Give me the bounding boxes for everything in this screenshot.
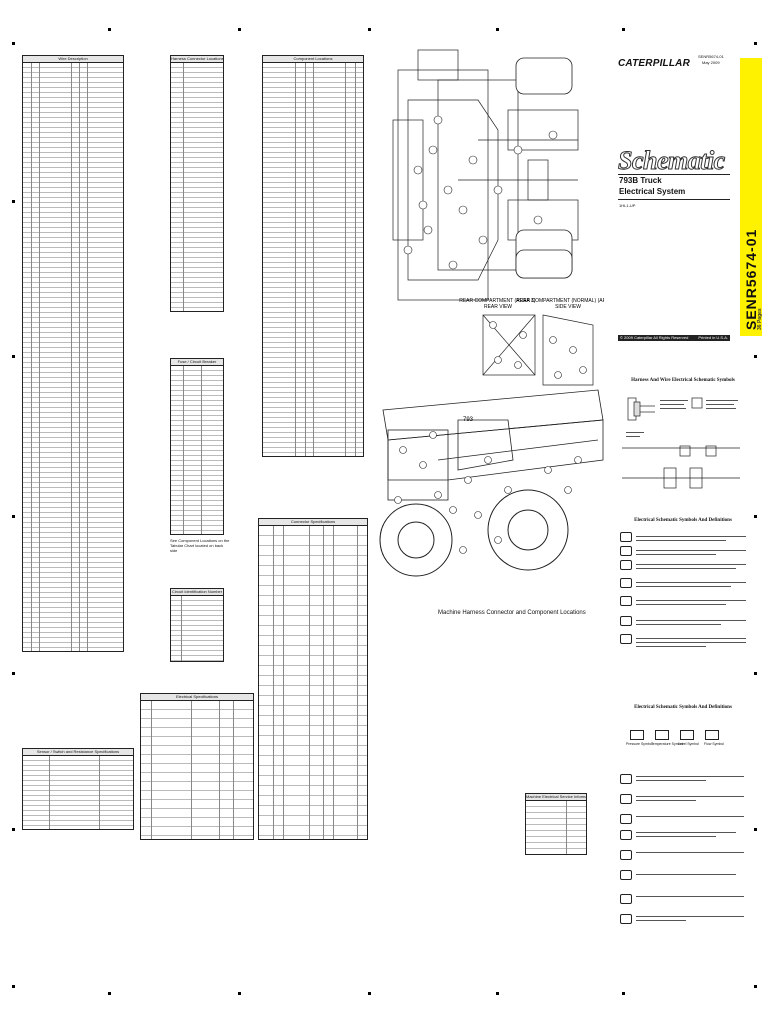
crop-mark [108, 992, 111, 995]
temperature-label: Temperature Symbol [651, 742, 684, 746]
crop-mark [496, 28, 499, 31]
harness-symbols-illustration [622, 397, 740, 489]
crop-mark [12, 42, 15, 45]
crop-mark [12, 200, 15, 203]
connector-symbol [620, 560, 632, 570]
sensor-specs-table: Sensor / Switch and Resistance Specifica… [22, 748, 134, 830]
level-icon [680, 730, 694, 740]
wire-description-table: Wire Description [22, 55, 124, 652]
symbols-section-title-3: Electrical Schematic Symbols And Definit… [634, 705, 732, 710]
model-title: 793B Truck [619, 176, 662, 185]
svg-text:REAR COMPARTMENT (AREA 3): REAR COMPARTMENT (AREA 3) REAR VIEW [459, 298, 537, 310]
svg-text:REAR COMPARTMENT (NORMAL) (ARE: REAR COMPARTMENT (NORMAL) (AREA 3) SIDE … [516, 298, 604, 310]
crop-mark [622, 992, 625, 995]
symbols-section-title-2: Electrical Schematic Symbols And Definit… [634, 518, 732, 523]
table-title: Machine Electrical Service Information [526, 794, 586, 801]
component-ground-icon [620, 870, 632, 880]
side-page-count: 36 Pages [757, 308, 763, 330]
table-title: Sensor / Switch and Resistance Specifica… [23, 749, 133, 756]
diagram-caption: Machine Harness Connector and Component … [438, 610, 586, 616]
machine-harness-diagram: REAR COMPARTMENT (AREA 3) REAR VIEW REAR… [379, 49, 604, 577]
switch-symbols-list [618, 770, 748, 930]
splice-symbol [620, 546, 632, 556]
symbols-section-title: Harness And Wire Electrical Schematic Sy… [631, 378, 735, 383]
crop-mark [754, 515, 757, 518]
copyright-bar: © 2009 Caterpillar All Rights Reserved P… [618, 335, 730, 341]
component-note: See Component Locations on the Tabular C… [170, 538, 230, 553]
fuse-table: Fuse / Circuit Breaker [170, 358, 224, 535]
caterpillar-logo: CATERPILLAR [618, 58, 691, 69]
switch-nc-icon [620, 794, 632, 804]
crop-mark [12, 515, 15, 518]
side-tab: SENR5674-01 36 Pages [740, 58, 763, 336]
switch-nc-held-icon [620, 830, 632, 840]
table-title: Component Locations [263, 56, 363, 63]
pressure-label: Pressure Symbol [626, 742, 653, 746]
flow-label: Flow Symbol [704, 742, 725, 746]
crop-mark [754, 672, 757, 675]
crop-mark [12, 672, 15, 675]
crop-mark [12, 828, 15, 831]
switch-no-icon [620, 774, 632, 784]
sensor-ground-alt-icon [620, 914, 632, 924]
truck-label: 793 [463, 417, 474, 423]
doc-date: May 2009 [702, 60, 720, 65]
crop-mark [368, 28, 371, 31]
table-title: Fuse / Circuit Breaker [171, 359, 223, 366]
sensor-ground-icon [620, 894, 632, 904]
rear-view-label-line1: REAR COMPARTMENT (AREA 3) [459, 298, 535, 304]
circuit-id-table: Circuit Identification Number [170, 588, 224, 662]
receptacle-symbol [620, 596, 632, 606]
crop-mark [368, 992, 371, 995]
crop-mark [12, 985, 15, 988]
temperature-icon [655, 730, 669, 740]
crop-mark [754, 355, 757, 358]
crop-mark [754, 42, 757, 45]
component-locations-table: Component Locations [262, 55, 364, 457]
table-title: Circuit Identification Number [171, 589, 223, 596]
crop-mark [496, 992, 499, 995]
harness-symbol [620, 634, 632, 644]
table-title: Electrical Specifications [141, 694, 253, 701]
level-label: Level Symbol [678, 742, 700, 746]
crop-mark [238, 992, 241, 995]
table-title: Connector Specifications [259, 519, 367, 526]
wire-symbol [620, 532, 632, 542]
harness-connector-table: Harness Connector Locations [170, 55, 224, 312]
system-title: Electrical System [619, 187, 686, 196]
serial-range: 1HL1-UP [619, 203, 636, 208]
doc-number: SENR5674-01 [698, 54, 724, 59]
crop-mark [12, 355, 15, 358]
crop-mark [754, 985, 757, 988]
symbols-definitions-list [618, 528, 748, 658]
table-title: Wire Description [23, 56, 123, 63]
connector-specs-table: Connector Specifications [258, 518, 368, 840]
ground-symbol [620, 616, 632, 626]
machine-specs-table: Machine Electrical Service Information [525, 793, 587, 855]
table-title: Harness Connector Locations [171, 56, 223, 63]
switch-no-held-icon [620, 814, 632, 824]
crop-mark [108, 28, 111, 31]
crop-mark [754, 828, 757, 831]
crop-mark [238, 28, 241, 31]
crop-mark [622, 28, 625, 31]
page-title: Schematic [618, 146, 726, 176]
electrical-specs-table: Electrical Specifications [140, 693, 254, 840]
case-ground-icon [620, 850, 632, 860]
flow-icon [705, 730, 719, 740]
plug-symbol [620, 578, 632, 588]
pressure-icon [630, 730, 644, 740]
